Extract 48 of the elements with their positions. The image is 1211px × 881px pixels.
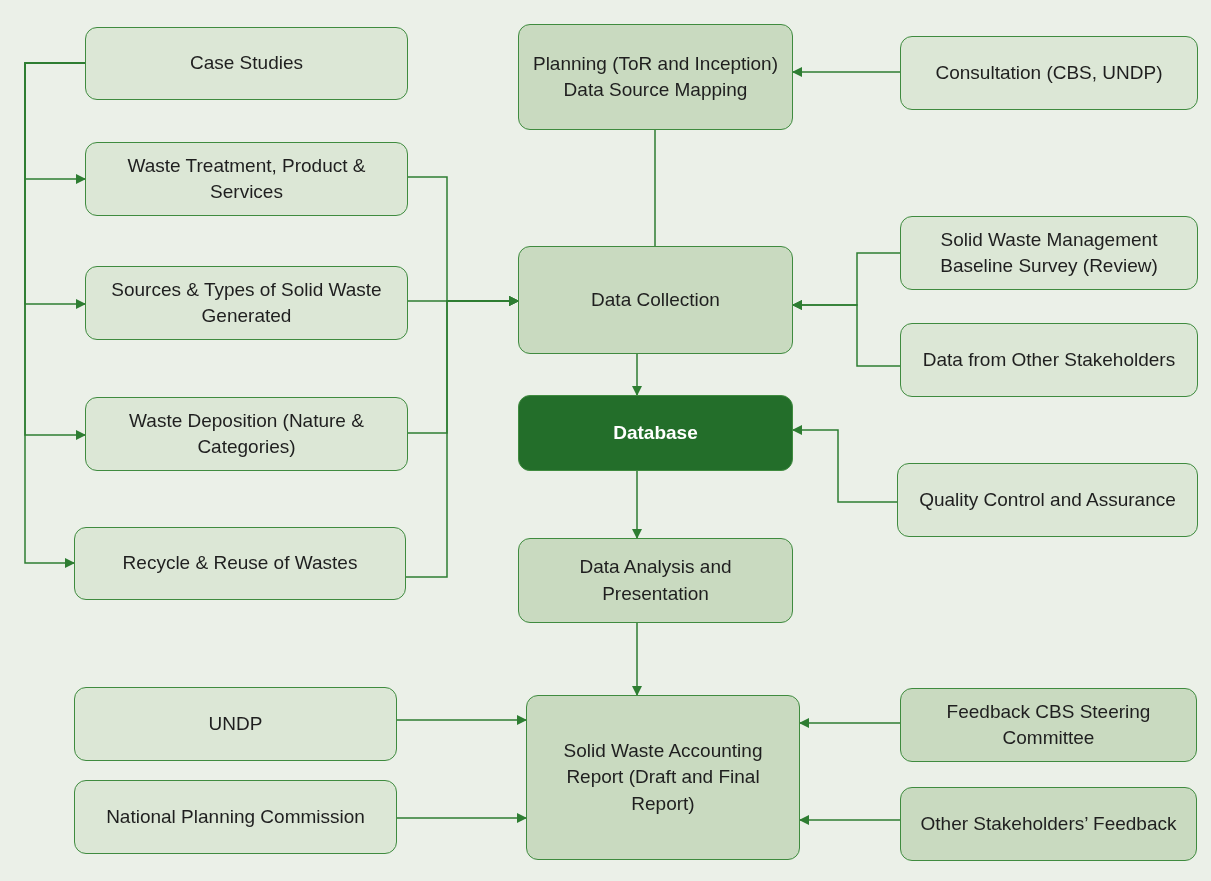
process-box	[74, 527, 406, 600]
arrow	[799, 815, 901, 825]
process-box	[74, 780, 397, 854]
box-label: Data Analysis and Presentation	[578, 555, 733, 606]
process-box	[518, 24, 793, 130]
box-label: Solid Waste Accounting Report (Draft and Final Report)	[562, 739, 764, 816]
box-label: Other Stakeholders’ Feedback	[920, 811, 1177, 836]
process-box	[900, 688, 1197, 762]
box-label: Sources & Types of Solid Waste Generated	[110, 277, 383, 328]
process-box	[85, 142, 408, 216]
arrow	[396, 813, 527, 823]
process-box	[900, 216, 1198, 290]
database-box	[518, 395, 793, 471]
arrow	[405, 296, 519, 578]
process-box	[518, 538, 793, 623]
box-label: UNDP	[208, 711, 263, 736]
process-box	[900, 787, 1197, 861]
process-box	[518, 246, 793, 354]
box-label: Feedback CBS Steering Committee	[945, 699, 1152, 750]
process-box	[900, 323, 1198, 397]
process-box	[897, 463, 1198, 537]
arrow	[799, 718, 901, 728]
box-label: Consultation (CBS, UNDP)	[935, 60, 1163, 85]
box-label: Recycle & Reuse of Wastes	[122, 551, 358, 576]
process-box	[85, 27, 408, 100]
box-label: Planning (ToR and Inception) Data Source Mapping	[531, 51, 779, 102]
arrow	[632, 353, 642, 396]
arrow	[792, 67, 901, 77]
process-box	[85, 397, 408, 471]
process-box	[85, 266, 408, 340]
box-label: Solid Waste Management Baseline Survey (Review)	[939, 227, 1159, 278]
box-label: Waste Deposition (Nature & Categories)	[128, 408, 365, 459]
process-box	[74, 687, 397, 761]
arrow	[632, 622, 642, 696]
box-label: Waste Treatment, Product & Services	[126, 153, 367, 204]
arrow	[396, 715, 527, 725]
box-label: Data from Other Stakeholders	[922, 347, 1176, 372]
connector-line	[654, 129, 656, 247]
arrow	[792, 425, 898, 503]
arrow	[792, 300, 901, 367]
box-label: National Planning Commission	[106, 804, 365, 829]
box-label: Quality Control and Assurance	[919, 487, 1176, 512]
box-label: Case Studies	[190, 51, 303, 76]
box-label: Database	[613, 420, 698, 445]
process-box	[526, 695, 800, 860]
process-box	[900, 36, 1198, 110]
arrow	[632, 470, 642, 539]
box-label: Data Collection	[591, 287, 720, 312]
